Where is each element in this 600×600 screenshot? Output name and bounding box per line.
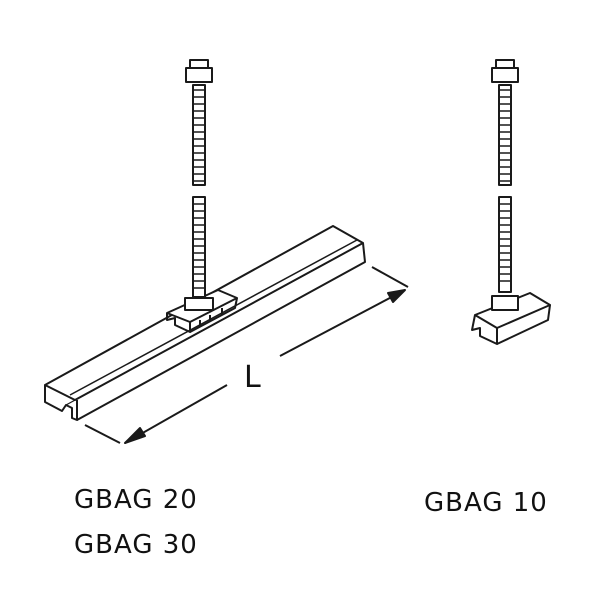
threaded-rod-gbag20 [184, 59, 214, 311]
dimension-line [84, 266, 409, 444]
label-gbag30: GBAG 30 [74, 530, 198, 560]
assembly-gbag10 [471, 59, 551, 345]
label-gbag20: GBAG 20 [74, 485, 198, 515]
label-gbag10: GBAG 10 [424, 488, 548, 518]
dimension-label: L [244, 360, 262, 395]
